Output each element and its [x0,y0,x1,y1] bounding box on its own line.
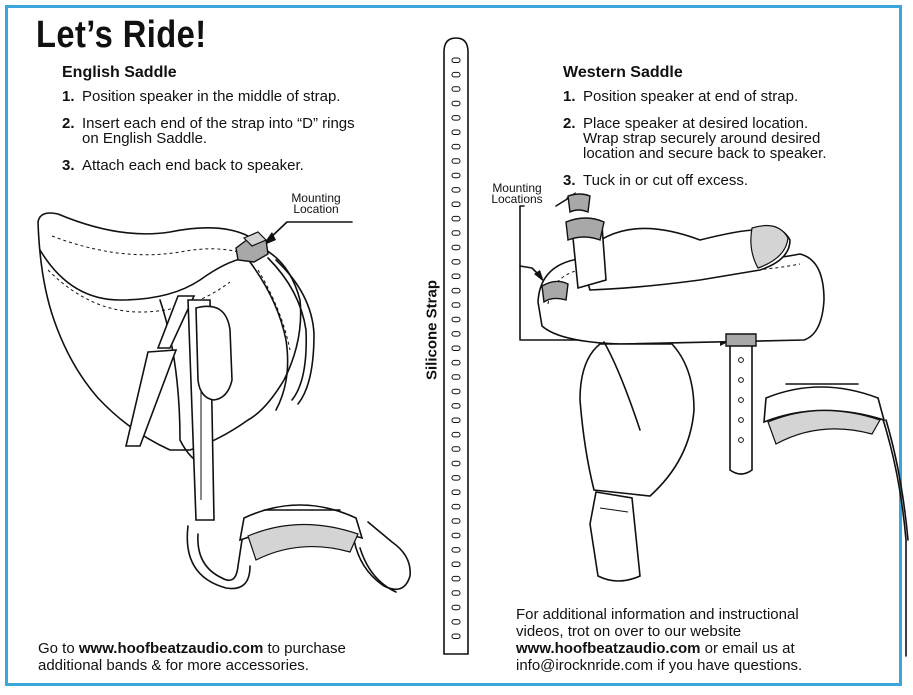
strap-hole [451,446,461,452]
strap-hole [451,417,461,423]
english-saddle-illustration [37,212,315,521]
strap-hole [451,273,461,279]
strap-hole [451,431,461,438]
strap-hole [451,460,461,467]
strap-hole [451,561,461,567]
english-mounting-pointer [262,221,353,246]
step-text: Position speaker at end of strap. [583,88,799,105]
strap-hole [451,302,461,308]
cinch-hole [738,357,744,363]
footer-right: For additional information and instructi… [516,606,896,674]
strap-hole [451,489,461,495]
strap-hole [451,215,461,222]
step-number: 2. [563,115,576,132]
strap-hole [451,518,461,524]
english-step-3: 3. Attach each end back to speaker. [62,158,432,173]
english-speaker-illustration [186,504,411,593]
strap-hole [451,316,461,323]
strap-hole [451,633,461,639]
step-number: 2. [62,115,75,132]
strap-hole [451,359,461,366]
english-step-2: 2. Insert each end of the strap into “D” … [62,116,432,146]
step-text: Insert each end of the strap into “D” ri… [82,115,355,147]
strap-hole [451,244,461,251]
step-text: Position speaker in the middle of strap. [82,88,341,105]
footer-right-line1: For additional information and instructi… [516,606,799,623]
strap-hole [451,57,461,63]
strap-hole [451,575,461,582]
western-steps: 1. Position speaker at end of strap. 2. Pl… [563,89,893,200]
strap-hole [451,115,461,121]
hoofbeatz-link[interactable]: www.hoofbeatzaudio.com [78,640,264,657]
step-text: Attach each end back to speaker. [82,157,304,174]
strap-hole [451,345,461,351]
strap-hole [451,503,461,510]
strap-hole [451,590,461,596]
cinch-hole [738,437,744,443]
strap-hole [451,532,461,539]
silicone-strap-illustration [443,37,469,655]
hoofbeatz-link-right[interactable]: www.hoofbeatzaudio.com [516,640,701,657]
english-step-1: 1. Position speaker in the middle of stra… [62,89,432,104]
step-text: Tuck in or cut off excess. [583,172,749,189]
page-title: Let’s Ride! [36,14,207,56]
strap-hole [451,388,461,395]
cinch-hole [738,377,744,383]
english-saddle-heading: English Saddle [62,64,177,81]
step-number: 1. [62,88,75,105]
strap-hole [451,374,461,380]
strap-hole [451,129,461,135]
footer-left-pre: Go to [38,640,79,657]
strap-hole [451,158,461,164]
strap-hole [451,143,461,150]
english-mounting-label: Mounting Location [291,191,341,216]
western-step-1: 1. Position speaker at end of strap. [563,89,893,104]
english-steps: 1. Position speaker in the middle of stra… [62,89,432,185]
strap-hole [451,287,461,294]
strap-hole [451,230,461,236]
footer-left: Go to www.hoofbeatzaudio.com to purchase… [38,640,438,674]
western-saddle-heading: Western Saddle [563,64,683,81]
cinch-hole [738,417,744,423]
strap-hole [451,187,461,193]
step-number: 3. [563,172,576,189]
step-text: Place speaker at desired location. Wrap … [583,115,827,162]
page-border [5,5,902,686]
strap-hole [451,604,461,611]
western-step-2: 2. Place speaker at desired location. Wra… [563,116,893,161]
strap-hole [451,403,461,409]
strap-hole [451,259,461,265]
western-saddle-illustration [537,193,825,582]
step-number: 1. [563,88,576,105]
footer-right-line4: info@irocknride.com if you have question… [516,657,803,674]
strap-hole [451,172,461,179]
western-speaker-illustration [763,383,909,657]
strap-hole [451,201,461,207]
strap-hole [451,547,461,553]
step-number: 3. [62,157,75,174]
strap-hole [451,71,461,78]
strap-hole [451,100,461,107]
cinch-hole [738,397,744,403]
footer-right-line2: videos, trot on over to our website [516,623,742,640]
western-step-3: 3. Tuck in or cut off excess. [563,173,893,188]
footer-left-post: to purchase additional bands & for more … [38,640,346,674]
western-mounting-label: Mounting Locations [491,181,543,206]
footer-right-line3: or email us at [700,640,795,657]
strap-hole [451,619,461,625]
strap-hole [451,475,461,481]
strap-hole [451,331,461,337]
strap-hole [451,86,461,92]
